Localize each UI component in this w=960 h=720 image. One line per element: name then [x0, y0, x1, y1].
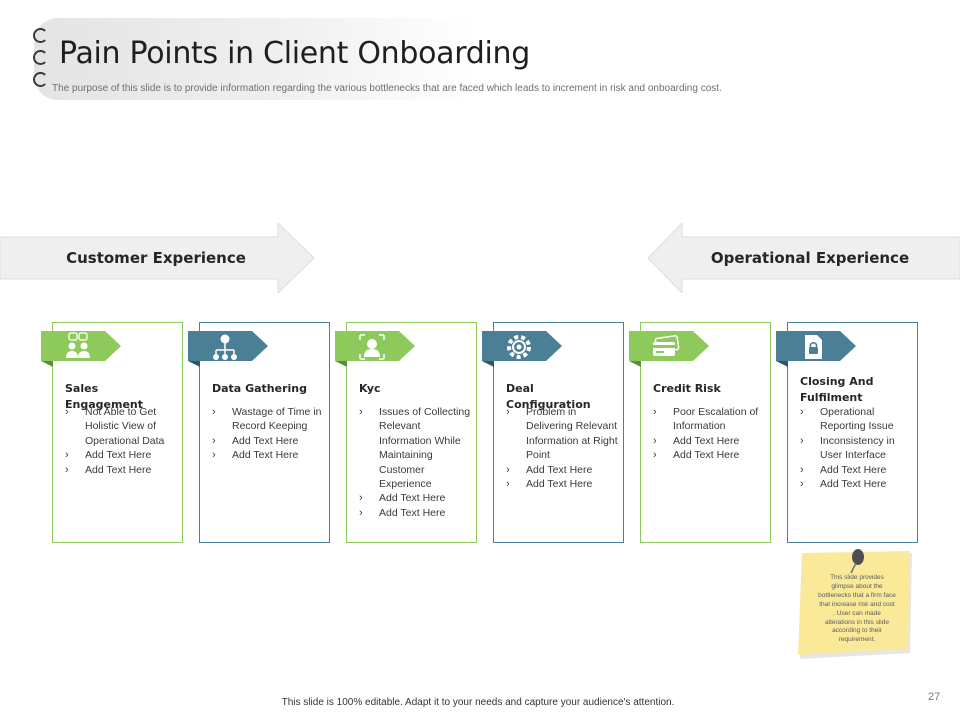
list-item: Add Text Here [212, 448, 328, 463]
list-item: Wastage of Time in Record Keeping [212, 405, 328, 434]
sticky-note-text: This slide provides glimpse about the bo… [818, 574, 896, 644]
card-deal-configuration: Deal Configuration Problem in Delivering… [482, 322, 624, 543]
list-item: Add Text Here [800, 477, 916, 492]
card-tag [41, 327, 121, 367]
card-title: Kyc [359, 382, 381, 395]
card-tag [629, 327, 709, 367]
operational-experience-arrow: Operational Experience [646, 223, 960, 293]
gear-icon [504, 332, 534, 362]
list-item: Not Able to Get Holistic View of Operati… [65, 405, 181, 448]
card-tag [482, 327, 562, 367]
list-item: Inconsistency in User Interface [800, 434, 916, 463]
list-item: Add Text Here [653, 434, 769, 449]
customer-experience-label: Customer Experience [66, 249, 246, 267]
customer-experience-arrow: Customer Experience [0, 223, 320, 293]
people-dollar-icon [63, 332, 93, 362]
card-tag [188, 327, 268, 367]
user-profile-icon [357, 332, 387, 362]
footer-text: This slide is 100% editable. Adapt it to… [281, 697, 675, 708]
title-band [34, 18, 474, 100]
list-item: Add Text Here [212, 434, 328, 449]
list-item: Add Text Here [506, 463, 622, 478]
credit-card-icon [651, 332, 681, 362]
card-title: Closing And Fulfilment [800, 375, 874, 404]
page-subtitle: The purpose of this slide is to provide … [52, 83, 722, 94]
card-sales-engagement: Sales Engagement Not Able to Get Holisti… [41, 322, 183, 543]
sticky-note: This slide provides glimpse about the bo… [796, 545, 916, 667]
list-item: Operational Reporting Issue [800, 405, 916, 434]
card-title: Data Gathering [212, 382, 307, 395]
list-item: Add Text Here [359, 506, 475, 521]
card-item-list: Wastage of Time in Record Keeping Add Te… [212, 405, 328, 463]
list-item: Poor Escalation of Information [653, 405, 769, 434]
page-title: Pain Points in Client Onboarding [59, 36, 530, 71]
card-kyc: Kyc Issues of Collecting Relevant Inform… [335, 322, 477, 543]
card-closing-and-fulfilment: Closing And Fulfilment Operational Repor… [776, 322, 918, 543]
list-item: Add Text Here [359, 491, 475, 506]
card-item-list: Operational Reporting Issue Inconsistenc… [800, 405, 916, 492]
network-tree-icon [210, 332, 240, 362]
list-item: Add Text Here [65, 448, 181, 463]
pushpin-icon [850, 549, 864, 574]
binder-rings-icon [33, 28, 51, 90]
card-item-list: Issues of Collecting Relevant Informatio… [359, 405, 475, 521]
list-item: Add Text Here [506, 477, 622, 492]
list-item: Add Text Here [653, 448, 769, 463]
list-item: Problem in Delivering Relevant Informati… [506, 405, 622, 463]
list-item: Issues of Collecting Relevant Informatio… [359, 405, 475, 491]
list-item: Add Text Here [65, 463, 181, 478]
page-number: 27 [928, 691, 941, 703]
locked-document-icon [798, 332, 828, 362]
card-tag [776, 327, 856, 367]
card-data-gathering: Data Gathering Wastage of Time in Record… [188, 322, 330, 543]
list-item: Add Text Here [800, 463, 916, 478]
card-tag [335, 327, 415, 367]
card-item-list: Problem in Delivering Relevant Informati… [506, 405, 622, 492]
card-title: Credit Risk [653, 382, 721, 395]
card-item-list: Poor Escalation of Information Add Text … [653, 405, 769, 463]
operational-experience-label: Operational Experience [710, 249, 910, 267]
card-item-list: Not Able to Get Holistic View of Operati… [65, 405, 181, 477]
card-credit-risk: Credit Risk Poor Escalation of Informati… [629, 322, 771, 543]
